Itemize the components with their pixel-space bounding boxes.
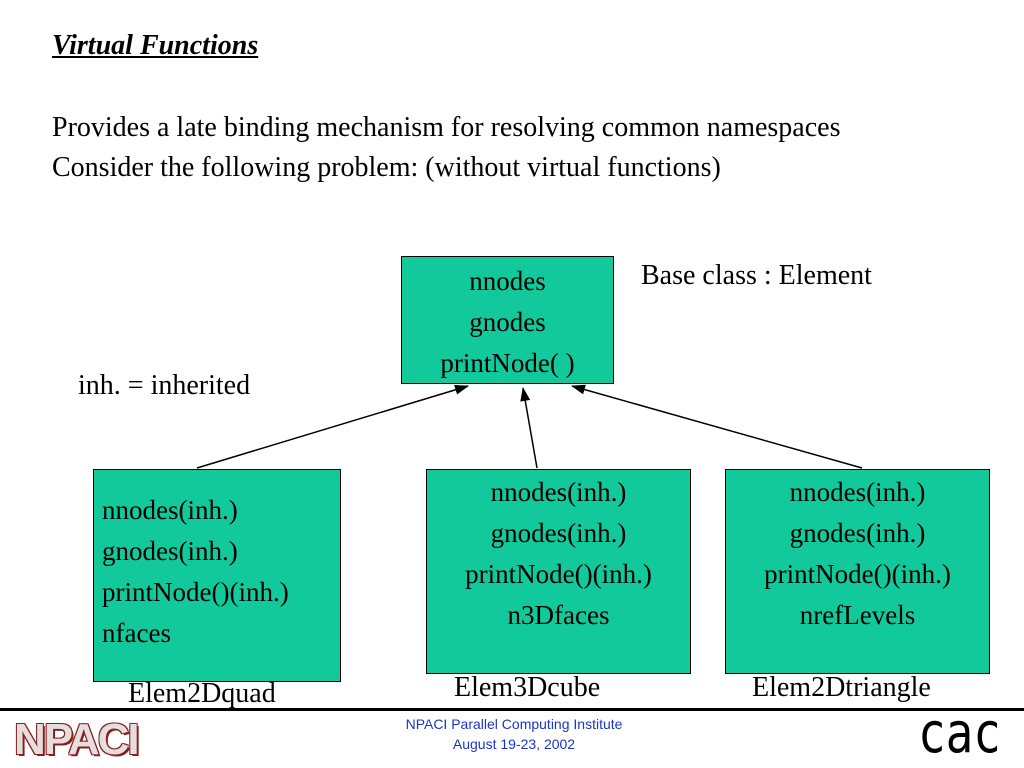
tri-member-4: nrefLevels	[799, 600, 916, 630]
base-class-label: Base class : Element	[641, 260, 872, 291]
cube-member-3: printNode()(inh.)	[465, 559, 652, 589]
legend-inherited: inh. = inherited	[78, 370, 251, 401]
class-box-elem3dcube: nnodes(inh.) gnodes(inh.) printNode()(in…	[426, 469, 691, 674]
base-class-box: nnodes gnodes printNode( )	[401, 256, 614, 384]
class-name-elem3dcube: Elem3Dcube	[454, 672, 601, 703]
tri-member-3: printNode()(inh.)	[764, 559, 951, 589]
arrow-tri-to-base	[571, 384, 863, 469]
arrow-quad-to-base	[196, 384, 469, 469]
footer-date: August 19-23, 2002	[452, 736, 576, 752]
cube-member-4: n3Dfaces	[507, 600, 610, 630]
footer-divider	[0, 708, 1024, 711]
quad-member-1: nnodes(inh.)	[102, 495, 238, 525]
tri-member-2: gnodes(inh.)	[789, 518, 926, 548]
class-name-elem2dquad: Elem2Dquad	[128, 678, 276, 709]
arrow-cube-to-base	[520, 387, 538, 469]
quad-member-4: nfaces	[102, 618, 171, 648]
cube-member-1: nnodes(inh.)	[490, 477, 627, 507]
slide-title: Virtual Functions	[52, 30, 259, 61]
class-name-elem2dtriangle: Elem2Dtriangle	[752, 672, 931, 703]
cube-member-2: gnodes(inh.)	[490, 518, 627, 548]
npaci-logo: NPACI	[14, 715, 140, 764]
cac-logo: cac	[918, 701, 1001, 766]
intro-line-1: Provides a late binding mechanism for re…	[52, 112, 841, 143]
quad-member-3: printNode()(inh.)	[102, 577, 289, 607]
footer-institute: NPACI Parallel Computing Institute	[405, 716, 623, 732]
base-member-printnode: printNode( )	[440, 348, 575, 378]
class-box-elem2dquad: nnodes(inh.) gnodes(inh.) printNode()(in…	[93, 469, 341, 682]
intro-line-2: Consider the following problem: (without…	[52, 152, 721, 183]
base-member-nnodes: nnodes	[469, 266, 546, 296]
tri-member-1: nnodes(inh.)	[789, 477, 926, 507]
quad-member-2: gnodes(inh.)	[102, 536, 238, 566]
base-member-gnodes: gnodes	[469, 307, 546, 337]
class-box-elem2dtriangle: nnodes(inh.) gnodes(inh.) printNode()(in…	[725, 469, 990, 674]
